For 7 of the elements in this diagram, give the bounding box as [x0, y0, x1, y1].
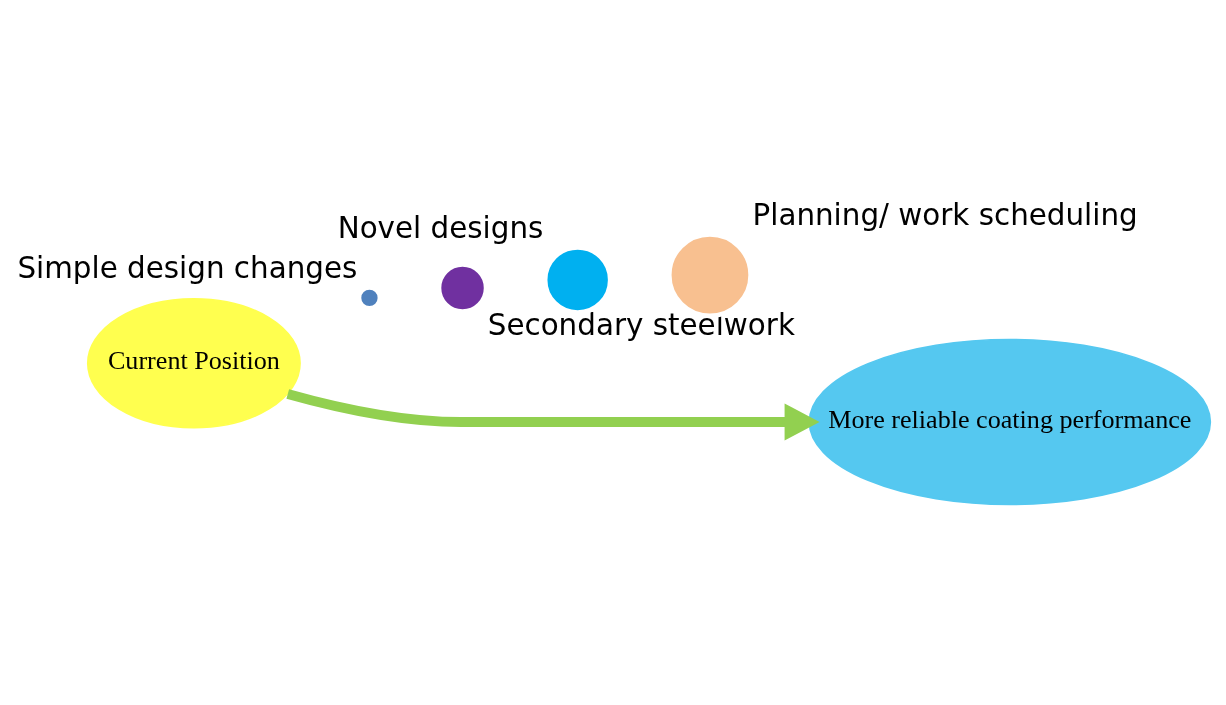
node-label: Planning/ work scheduling — [752, 197, 1138, 232]
node-label: Simple design changes — [17, 250, 358, 285]
node-ellipse: Current Position — [86, 297, 301, 429]
node-label: Secondary steelwork — [487, 307, 795, 342]
arrow — [286, 388, 820, 440]
node-ellipse: More reliable coating performance — [808, 338, 1212, 505]
node-label: Novel designs — [337, 210, 544, 245]
